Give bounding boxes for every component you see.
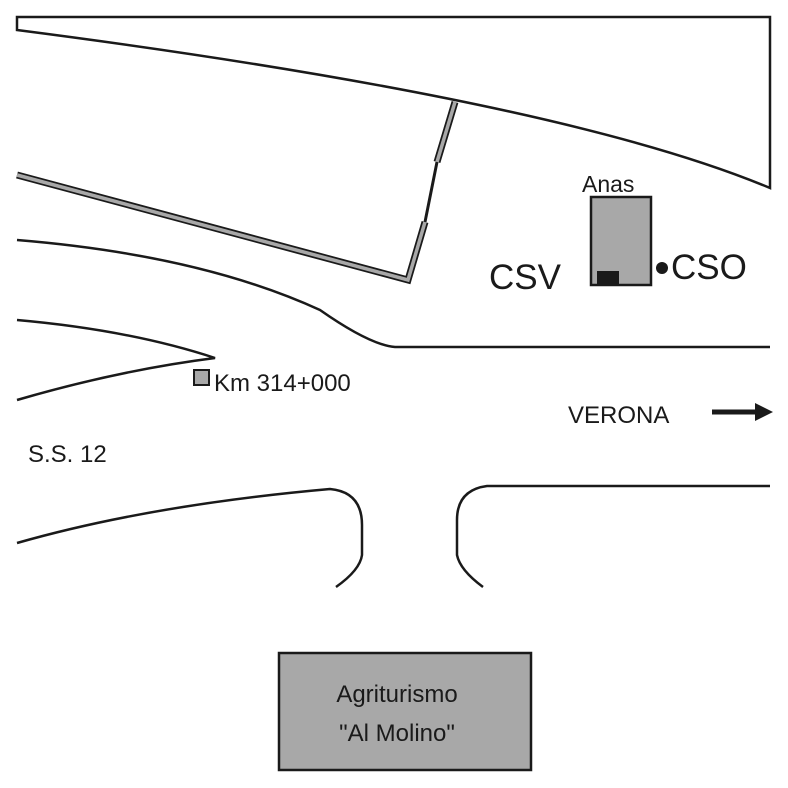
road-junction-spike: [16, 318, 216, 402]
cso-label: CSO: [671, 248, 747, 287]
agriturismo-name: "Al Molino": [339, 720, 455, 747]
csv-station: [597, 271, 619, 284]
cso-station: [656, 262, 668, 274]
agriturismo-label: Agriturismo: [336, 681, 457, 708]
km-label: Km 314+000: [214, 370, 351, 397]
road-edge-north: [16, 238, 770, 349]
top-area-outline: [15, 15, 772, 190]
gate: [423, 161, 439, 223]
anas-label: Anas: [582, 171, 634, 197]
road-edge-south-east: [455, 484, 770, 589]
verona-label: VERONA: [568, 402, 669, 429]
boundary-wall-fill: [16, 173, 427, 283]
km-marker: [193, 369, 210, 386]
agriturismo-building: [277, 651, 533, 772]
boundary-wall-upper-fill: [435, 101, 457, 163]
road-label: S.S. 12: [28, 441, 107, 468]
road-edge-south-west: [16, 487, 364, 589]
csv-label: CSV: [489, 258, 562, 297]
anas-building: [589, 195, 653, 287]
arrow-head: [755, 403, 773, 421]
